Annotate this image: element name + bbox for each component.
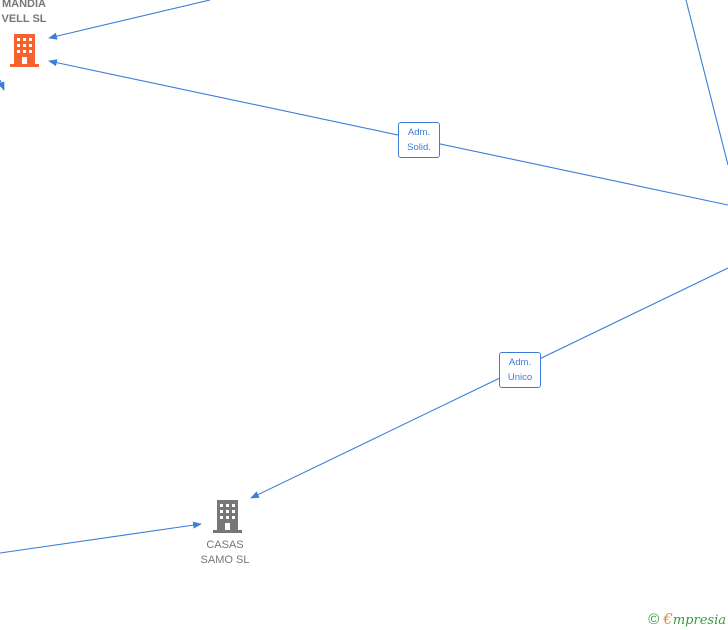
brand-logo: €mpresia <box>663 610 726 628</box>
node-label-casas[interactable]: CASAS SAMO SL <box>200 539 250 566</box>
building-icon[interactable] <box>213 500 242 533</box>
edge-left-to-casas <box>0 521 202 554</box>
copyright-icon: © <box>648 610 660 628</box>
edge-left-stub <box>0 79 5 91</box>
edge-label-unico: Adm. Unico <box>499 352 541 388</box>
edge-right-top <box>685 0 728 166</box>
edge-right-to-casas <box>250 267 728 499</box>
building-icon[interactable] <box>10 34 39 67</box>
footer-brand: © €mpresia <box>648 610 726 628</box>
edge-top-to-mandia <box>48 0 211 40</box>
edge-right-to-mandia <box>48 59 728 206</box>
node-label-mandia[interactable]: MANDIA VELL SL <box>1 0 47 25</box>
edge-label-solid: Adm. Solid. <box>398 122 440 158</box>
